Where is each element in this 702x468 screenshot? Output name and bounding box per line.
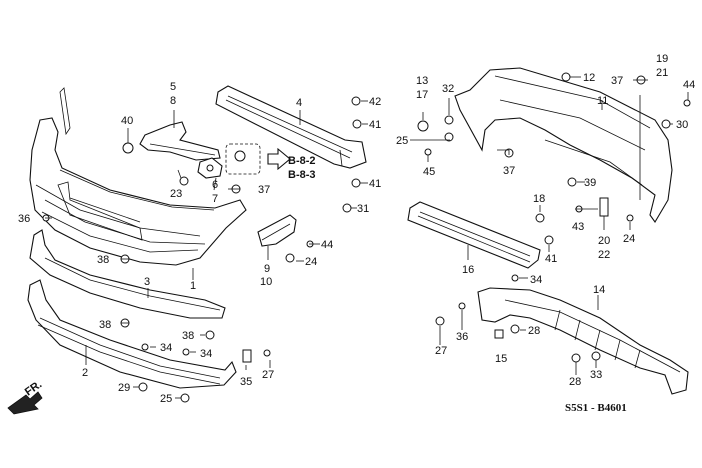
callout-36a: 36 (18, 213, 30, 225)
callout-45: 45 (423, 166, 435, 178)
front-center-bracket-part-6-7 (197, 157, 223, 179)
callout-17: 17 (416, 89, 428, 101)
clip-detail (234, 150, 246, 162)
callout-3: 3 (144, 276, 150, 288)
callout-28b: 28 (569, 376, 581, 388)
callout-12: 12 (583, 72, 595, 84)
callout-7: 7 (212, 193, 218, 205)
front-arrow-icon (7, 391, 43, 415)
front-bumper-face-part-1 (29, 87, 247, 266)
callout-8: 8 (170, 95, 176, 107)
callout-2: 2 (82, 367, 88, 379)
callout-38c: 38 (182, 330, 194, 342)
callout-44a: 44 (321, 239, 333, 251)
detail-box (225, 143, 261, 175)
callout-43: 43 (572, 221, 584, 233)
front-upper-bracket-part-5-8 (139, 121, 221, 161)
callout-41b: 41 (369, 178, 381, 190)
callout-36b: 36 (456, 331, 468, 343)
callout-9: 9 (264, 263, 270, 275)
callout-41a: 41 (369, 119, 381, 131)
callout-19: 19 (656, 53, 668, 65)
rear-diffuser-part-14 (477, 287, 689, 395)
front-bumper-beam-part-4 (215, 85, 367, 169)
callout-18: 18 (533, 193, 545, 205)
callout-15: 15 (495, 353, 507, 365)
callout-34a: 34 (160, 342, 172, 354)
callout-22: 22 (598, 249, 610, 261)
callout-34c: 34 (530, 274, 542, 286)
callout-21: 21 (656, 67, 668, 79)
callout-14: 14 (593, 284, 605, 296)
callout-4: 4 (296, 97, 302, 109)
reference-arrow-icon (267, 147, 291, 171)
callout-38a: 38 (97, 254, 109, 266)
callout-27b: 27 (435, 345, 447, 357)
callout-11: 11 (597, 95, 608, 107)
front-direction-arrow: FR. (7, 378, 44, 415)
callout-42: 42 (369, 96, 381, 108)
callout-27a: 27 (262, 369, 274, 381)
callout-5: 5 (170, 81, 176, 93)
callout-25b: 25 (396, 135, 408, 147)
callout-labels: 5 8 40 4 42 41 B-8-2 B-8-3 23 6 7 37 41 … (18, 53, 695, 414)
callout-20: 20 (598, 235, 610, 247)
front-spoiler-part-2 (27, 279, 237, 389)
callout-32: 32 (442, 83, 454, 95)
callout-31: 31 (357, 203, 369, 215)
callout-39: 39 (584, 177, 596, 189)
callout-37b: 37 (503, 165, 515, 177)
callout-30: 30 (676, 119, 688, 131)
callout-35: 35 (240, 376, 252, 388)
callout-6: 6 (212, 179, 218, 191)
callout-28a: 28 (528, 325, 540, 337)
callout-44b: 44 (683, 79, 695, 91)
callout-34b: 34 (200, 348, 212, 360)
callout-41c: 41 (545, 253, 557, 265)
callout-40: 40 (121, 115, 133, 127)
callout-37c: 37 (611, 75, 623, 87)
callout-24b: 24 (623, 233, 635, 245)
callout-16: 16 (462, 264, 474, 276)
callout-10: 10 (260, 276, 272, 288)
diagram-reference-code: S5S1 - B4601 (565, 402, 627, 414)
callout-13: 13 (416, 75, 428, 87)
callout-23: 23 (170, 188, 182, 200)
leader-lines (45, 76, 689, 399)
section-ref-b-8-2: B-8-2 (288, 155, 316, 167)
callout-1: 1 (190, 280, 196, 292)
callout-29: 29 (118, 382, 130, 394)
rear-bumper-beam-part-16 (407, 201, 541, 269)
section-ref-b-8-3: B-8-3 (288, 169, 316, 181)
rear-bumper-face-part-11 (454, 67, 673, 224)
callout-38b: 38 (99, 319, 111, 331)
front-bumper-absorber-part-3 (29, 229, 226, 319)
callout-24a: 24 (305, 256, 317, 268)
callout-33: 33 (590, 369, 602, 381)
front-side-bracket-part-9-10 (257, 214, 297, 247)
callout-25a: 25 (160, 393, 172, 405)
callout-37a: 37 (258, 184, 270, 196)
